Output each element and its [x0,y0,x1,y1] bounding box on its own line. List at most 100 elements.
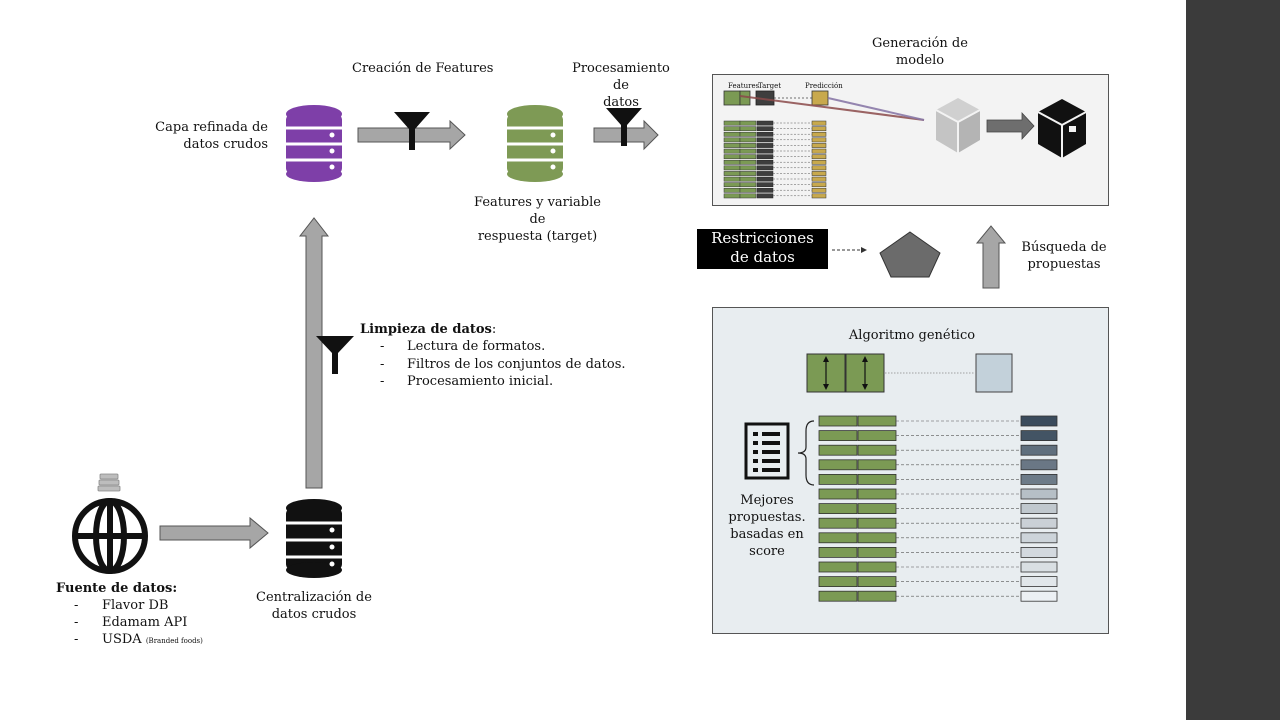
processing-label: Procesamiento de datos [565,60,677,111]
score-cell [1020,488,1058,500]
funnel-icon [394,112,430,150]
source-edamam-api: Edamam API [56,614,256,631]
central-line2: datos crudos [271,607,357,622]
model-gen-label: Generación de modelo [860,35,980,69]
population-row [818,488,1058,500]
arrow-search-up [975,225,1007,289]
model-row [723,154,827,160]
books-icon [97,473,121,492]
data-sources: Fuente de datos: Flavor DB Edamam API US… [56,580,256,650]
search-line2: propuestas [1027,257,1101,272]
list-icon [744,422,790,480]
score-cell [1020,576,1058,588]
model-row [723,120,827,126]
best-proposals-label: Mejores propuestas. basadas en score [722,492,812,560]
database-icon-central [286,499,342,578]
model-row [723,182,827,188]
cleaning-block: Limpieza de datos: Lectura de formatos. … [360,321,660,391]
sources-title: Fuente de datos: [56,581,178,596]
best-line: basadas en [730,527,804,542]
model-row [723,143,827,148]
model-row [723,193,827,199]
cube-icon-training [935,98,981,153]
population-row [818,430,1058,441]
connectors [159,119,1007,550]
best-line: score [749,544,785,559]
population-row [818,473,1058,485]
header-prediction: Predicción [805,82,843,90]
refined-line1: Capa refinada de [155,120,268,135]
score-cell [1020,546,1058,558]
arrow-sources-to-central [159,516,269,550]
population-row [818,444,1058,456]
refined-line2: datos crudos [183,137,268,152]
arrow-cube-to-model [986,111,1035,141]
database-icon-features [507,105,563,182]
restrictions-line2: de datos [730,248,795,266]
cleaning-step: Lectura de formatos. [360,338,660,356]
best-line: propuestas. [728,510,806,525]
source-usda: USDA (Branded foods) [56,631,256,650]
features-creation-label: Creación de Features [352,61,494,76]
source-flavor-db: Flavor DB [56,597,256,614]
genetic-graphics [744,353,1058,602]
population-row [818,546,1058,558]
score-cell [1020,517,1058,529]
pentagon-icon [879,231,941,278]
central-line1: Centralización de [256,590,372,605]
search-line1: Búsqueda de [1021,240,1107,255]
globe-icon [72,498,148,574]
search-label: Búsqueda de propuestas [1017,239,1111,273]
score-cell [1020,590,1058,602]
score-cell [1020,532,1058,544]
features-target-label: Features y variable de respuesta (target… [465,194,610,245]
features-target-line1: Features y variable de [474,195,601,227]
processing-line1: Procesamiento de [572,61,670,93]
features-target-line2: respuesta (target) [477,229,598,244]
model-row [723,176,827,182]
restrictions-line1: Restricciones [711,229,814,247]
usda-label: USDA [102,632,142,647]
cleaning-title: Limpieza de datos [360,322,492,337]
model-row [723,137,827,143]
population-row [818,576,1058,588]
score-cell [1020,473,1058,485]
population-row [818,532,1058,544]
score-cell [1020,415,1058,427]
funnel-icon [316,336,354,374]
header-target: Target [758,82,782,90]
model-row [723,171,827,176]
restrictions-box: Restricciones de datos [697,229,828,269]
header-features: Features [728,82,760,90]
score-cell [1020,561,1058,573]
model-row [723,165,827,171]
best-line: Mejores [740,493,794,508]
cleaning-colon: : [491,322,497,337]
model-row [723,131,827,137]
central-label: Centralización de datos crudos [244,589,384,623]
usda-note: (Branded foods) [145,637,203,645]
score-cell [1020,444,1058,456]
model-row [723,126,827,132]
database-icon-refined [286,105,342,182]
cleaning-step: Procesamiento inicial. [360,373,660,391]
population-row [818,561,1058,573]
model-row [723,148,827,154]
genetic-title: Algoritmo genético [848,328,976,343]
arrow-central-to-refined [298,217,330,489]
model-row [723,187,827,193]
population-row [818,503,1058,515]
score-cell [1020,430,1058,441]
processing-line2: datos [603,95,639,110]
cleaning-step: Filtros de los conjuntos de datos. [360,356,660,374]
model-gen-line2: modelo [895,53,945,68]
score-cell [1020,503,1058,515]
population-row [818,415,1058,427]
score-cell [1020,459,1058,471]
funnel-icon [606,108,642,146]
population-row [818,517,1058,529]
right-sidebar [1186,0,1280,720]
refined-label: Capa refinada de datos crudos [130,119,268,153]
population-row [818,590,1058,602]
cube-icon-model [1037,99,1087,158]
